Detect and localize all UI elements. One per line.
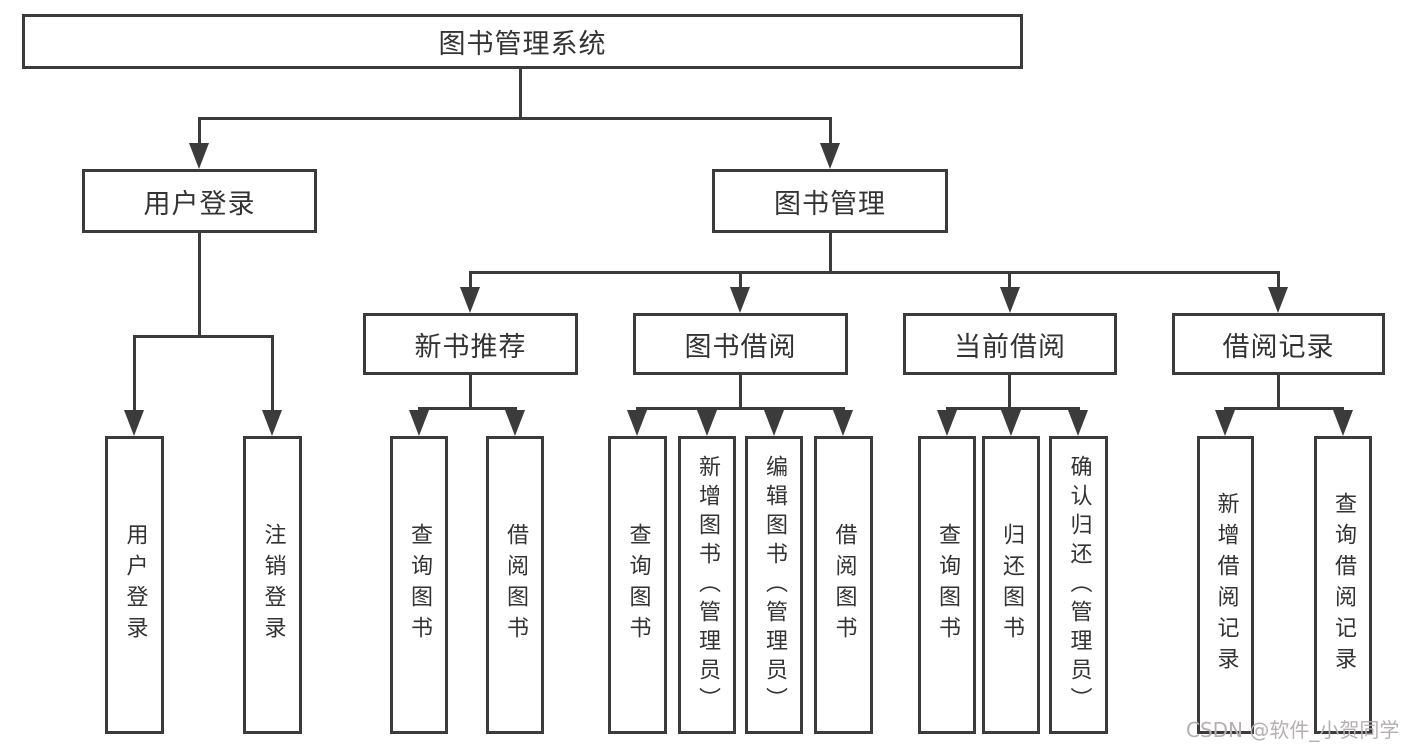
arrow-down-icon [409,410,429,436]
node-box-current-borrow: 当前借阅 [903,313,1117,375]
connector-vline [739,271,742,289]
node-box-book-management: 图书管理 [712,169,948,233]
node-box-user-login: 用户登录 [82,169,317,233]
leaf-box-borrow-books: 借阅图书 [814,436,873,734]
node-label-current-borrow: 当前借阅 [954,331,1066,363]
leaf-box-borrow-books-recommend: 借阅图书 [486,436,544,734]
connector-vline [469,375,472,407]
arrow-down-icon [764,410,784,436]
connector-vline [198,233,201,335]
node-label-book-borrow: 图书借阅 [684,331,797,363]
leaf-label-query-books-borrow: 查询图书 [625,523,651,647]
arrow-down-icon [937,410,957,436]
leaf-box-edit-book-admin: 编辑图书（管理员） [745,436,803,734]
leaf-label-user-login: 用户登录 [122,523,148,647]
arrow-down-icon [730,287,750,313]
node-box-book-borrow: 图书借阅 [633,313,848,375]
arrow-down-icon [697,410,717,436]
node-label-borrow-records: 借阅记录 [1222,331,1335,363]
node-box-system: 图书管理系统 [22,14,1023,69]
connector-vline [1277,375,1280,407]
leaf-box-return-book: 归还图书 [982,436,1040,734]
arrow-down-icon [627,410,647,436]
arrow-down-icon [833,410,853,436]
arrow-down-icon [820,143,840,169]
connector-vline [469,271,472,289]
arrow-down-icon [1068,410,1088,436]
leaf-box-query-books-current: 查询图书 [918,436,976,734]
connector-vline [1008,271,1011,289]
leaf-box-query-borrow-record: 查询借阅记录 [1314,436,1372,734]
arrow-down-icon [189,143,209,169]
leaf-box-query-books-borrow: 查询图书 [608,436,667,734]
arrow-down-icon [1333,410,1353,436]
arrow-down-icon [1000,287,1020,313]
leaf-label-confirm-return-admin: 确认归还（管理员） [1066,454,1092,716]
connector-vline [271,335,274,412]
leaf-label-add-book-admin: 新增图书（管理员） [695,454,720,716]
arrow-down-icon [1215,410,1235,436]
leaf-box-confirm-return-admin: 确认归还（管理员） [1049,436,1108,734]
connector-vline [829,117,832,145]
leaf-label-query-borrow-record: 查询借阅记录 [1331,492,1356,678]
leaf-label-query-books-current: 查询图书 [935,523,960,647]
leaf-label-add-borrow-record: 新增借阅记录 [1213,492,1239,678]
connector-vline [198,117,201,145]
node-label-user-login: 用户登录 [143,188,256,220]
node-label-system: 图书管理系统 [438,29,607,60]
leaf-box-add-book-admin: 新增图书（管理员） [678,436,736,734]
arrow-down-icon [1001,410,1021,436]
node-label-new-book-recommend: 新书推荐 [414,331,527,363]
node-box-new-book-recommend: 新书推荐 [363,313,578,375]
leaf-label-return-book: 归还图书 [999,523,1024,647]
arrow-down-icon [1268,287,1288,313]
leaf-label-borrow-books: 借阅图书 [831,523,857,647]
connector-hline [418,407,517,410]
connector-hline [946,407,1080,410]
leaf-box-logout: 注销登录 [243,436,302,734]
connector-vline [829,233,832,271]
leaf-box-query-books-recommend: 查询图书 [390,436,448,734]
node-box-borrow-records: 借阅记录 [1172,313,1385,375]
leaf-label-query-books-recommend: 查询图书 [407,523,432,647]
arrow-down-icon [505,410,525,436]
connector-vline [519,69,522,117]
watermark-text: CSDN @软件_小贺同学 [1186,718,1400,742]
connector-vline [739,375,742,407]
connector-hline [469,271,1280,274]
connector-vline [1277,271,1280,289]
leaf-box-add-borrow-record: 新增借阅记录 [1197,436,1254,734]
leaf-label-borrow-books-recommend: 借阅图书 [503,523,528,647]
connector-hline [198,117,832,120]
connector-hline [133,335,274,338]
connector-vline [133,335,136,412]
leaf-box-user-login: 用户登录 [105,436,164,734]
leaf-label-logout: 注销登录 [260,523,286,647]
arrow-down-icon [460,287,480,313]
node-label-book-management: 图书管理 [774,188,886,220]
connector-hline [636,407,845,410]
arrow-down-icon [262,410,282,436]
arrow-down-icon [124,410,144,436]
connector-vline [1008,375,1011,407]
connector-hline [1224,407,1344,410]
leaf-label-edit-book-admin: 编辑图书（管理员） [762,454,787,716]
